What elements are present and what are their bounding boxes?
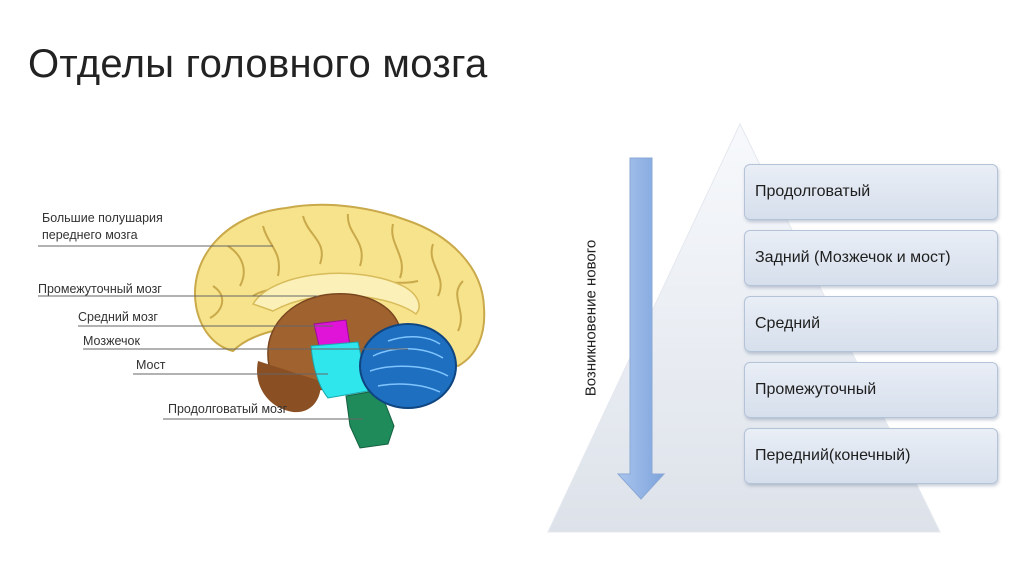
level-box-label: Средний — [755, 315, 821, 332]
label-cerebral-hemispheres: Большие полушария переднего мозга — [42, 211, 163, 242]
leader-lines — [38, 245, 408, 420]
label-diencephalon: Промежуточный мозг — [38, 282, 162, 296]
level-box-medulla: Продолговатый — [744, 164, 998, 220]
level-box-label: Задний (Мозжечок и мост) — [755, 249, 951, 266]
level-box-label: Промежуточный — [755, 381, 877, 398]
arrow-caption: Возникновение нового — [582, 239, 600, 397]
pons-region — [310, 341, 369, 399]
label-cerebellum: Мозжечок — [83, 334, 140, 348]
brain-drawing — [38, 203, 486, 449]
slide-title: Отделы головного мозга — [28, 42, 488, 86]
brain-illustration: Большие полушария переднего мозга Промеж… — [28, 186, 498, 486]
label-midbrain: Средний мозг — [78, 310, 158, 324]
label-pons: Мост — [136, 358, 166, 372]
level-box-hindbrain: Задний (Мозжечок и мост) — [744, 230, 998, 286]
level-box-midbrain: Средний — [744, 296, 998, 352]
label-medulla: Продолговатый мозг — [168, 402, 288, 416]
level-box-label: Передний(конечный) — [755, 447, 911, 464]
level-box-label: Продолговатый — [755, 183, 871, 200]
level-box-diencephalon: Промежуточный — [744, 362, 998, 418]
down-arrow — [616, 157, 666, 500]
level-box-forebrain: Передний(конечный) — [744, 428, 998, 484]
